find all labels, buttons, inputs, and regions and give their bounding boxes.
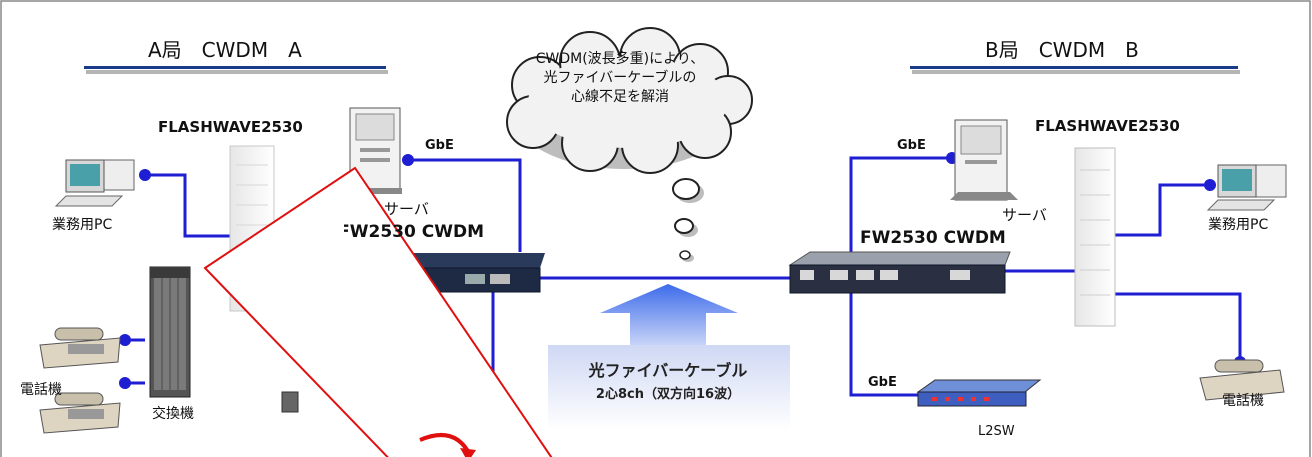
fiber-title: 光ファイバーケーブル [588,361,748,380]
fiber-caption: 光ファイバーケーブル 2心8ch（双方向16波） [548,360,788,408]
site-a-exchange-label: 交換機 [152,406,194,422]
site-a-pc [54,159,135,207]
site-a-title-underline [84,66,388,74]
cloud-line-2: 光ファイバーケーブルの [543,70,697,86]
site-b-phone-label: 電話機 [1222,393,1264,409]
site-b-l2sw [916,379,1042,407]
site-b-cwdm-unit [788,251,1011,294]
site-b-device-label: FLASHWAVE2530 [1035,117,1180,135]
site-a-link-label: GbE [425,138,454,153]
red-overlay-sheet [203,166,553,457]
cloud-line-3: 心線不足を解消 [571,89,669,105]
cloud-line-1: CWDM(波長多重)により、 [535,51,705,67]
site-a-phone-label: 電話機 [20,382,62,398]
site-b-switch-label: L2SW [978,424,1015,439]
site-a-device-fragment [281,391,299,413]
site-b-phone [1199,359,1285,401]
site-a-server-label: サーバ [384,200,429,218]
site-a-phone-2 [39,392,121,434]
fiber-label-box [548,345,790,430]
fiber-detail: 2心8ch（双方向16波） [595,387,741,402]
network-links [125,156,1242,397]
site-a-pc-label: 業務用PC [52,217,113,233]
site-a-title: A局 CWDM A [148,38,302,62]
fiber-up-arrow [600,284,738,345]
site-a-server [348,107,402,194]
site-b-title: B局 CWDM B [985,38,1139,62]
site-a-device-label: FLASHWAVE2530 [158,118,303,136]
site-a-exchange [149,266,191,398]
cloud-shape [506,27,753,174]
thought-bubbles [672,178,704,262]
site-b-server [950,119,1018,201]
site-b-switch-link-label: GbE [868,375,897,390]
site-a-cwdm-label: FW2530 CWDM [344,222,484,242]
site-b-server-link-label: GbE [897,138,926,153]
site-b-pc [1206,164,1287,211]
link-endpoints [119,152,1246,389]
site-a-phone-1 [39,327,121,369]
site-b-title-underline [910,66,1240,74]
site-b-flashwave-rack [1074,147,1116,327]
site-b-server-label: サーバ [1002,206,1047,224]
site-b-cwdm-label: FW2530 CWDM [860,228,1006,248]
site-b-pc-label: 業務用PC [1208,217,1269,233]
cloud-caption: CWDM(波長多重)により、 光ファイバーケーブルの 心線不足を解消 [520,50,720,107]
